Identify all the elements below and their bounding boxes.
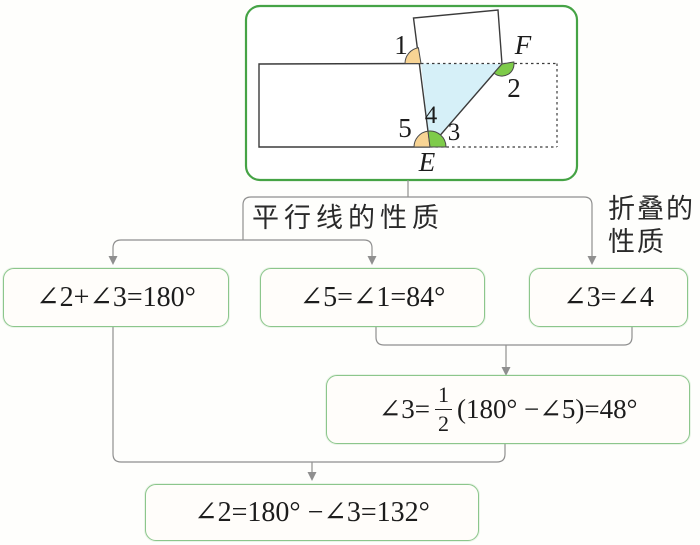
flow-box-angle5-equals-angle1: ∠5=∠1=84° bbox=[260, 268, 485, 327]
angle-1-arc bbox=[404, 47, 422, 64]
angle-1-label: 1 bbox=[394, 30, 408, 60]
arrowhead-box2 bbox=[367, 256, 377, 265]
arrowhead-box3 bbox=[587, 256, 597, 265]
formula-post: (180° −∠5)=48° bbox=[456, 394, 638, 424]
arrowhead-box4 bbox=[501, 367, 511, 376]
folded-flap bbox=[413, 10, 502, 64]
flow-box-angle3-equals-angle4: ∠3=∠4 bbox=[529, 268, 688, 327]
connector-left-branch-rail bbox=[112, 239, 373, 257]
formula-with-fraction: ∠3= 1 2 (180° −∠5)=48° bbox=[379, 384, 638, 435]
point-f-label: F bbox=[514, 30, 532, 60]
connector-merge-rail-box2-box3 bbox=[375, 325, 633, 346]
angle-2-arc bbox=[493, 61, 515, 77]
branch-label-parallel-lines: 平行线的性质 bbox=[252, 203, 444, 233]
paper-strip-outline bbox=[258, 62, 430, 148]
angle-4-label: 4 bbox=[425, 102, 438, 129]
connector-top-rail bbox=[242, 196, 593, 257]
angle-2-label: 2 bbox=[507, 73, 521, 103]
fold-triangle bbox=[421, 63, 502, 147]
angle-3-4-arc bbox=[427, 130, 447, 148]
arrowhead-box1 bbox=[108, 256, 118, 265]
geometry-diagram: 1 F 2 4 5 3 E bbox=[244, 4, 579, 182]
branch-label-folding: 折叠的 性质 bbox=[608, 193, 695, 259]
branch-label-folding-line1: 折叠的 bbox=[608, 194, 695, 224]
angle-3-label: 3 bbox=[448, 119, 461, 146]
flow-box-angle2-result: ∠2=180° −∠3=132° bbox=[145, 484, 479, 541]
flap-and-crease-lines bbox=[412, 9, 503, 148]
branch-label-folding-line2: 性质 bbox=[608, 227, 666, 257]
fraction-denominator: 2 bbox=[434, 409, 452, 435]
flow-box-angle2-plus-angle3: ∠2+∠3=180° bbox=[3, 268, 229, 327]
formula-pre: ∠3= bbox=[378, 394, 430, 424]
dotted-original-edges bbox=[421, 62, 558, 148]
arrowheads bbox=[108, 256, 597, 481]
flow-box-angle3-half-formula: ∠3= 1 2 (180° −∠5)=48° bbox=[326, 375, 690, 444]
arrowhead-box5 bbox=[307, 472, 317, 481]
point-e-label: E bbox=[418, 147, 436, 177]
connector-merge-rail-box1-box4 bbox=[112, 325, 506, 463]
fraction-numerator: 1 bbox=[437, 382, 449, 407]
fraction-one-half: 1 2 bbox=[434, 382, 452, 435]
angle-5-label: 5 bbox=[398, 113, 412, 143]
